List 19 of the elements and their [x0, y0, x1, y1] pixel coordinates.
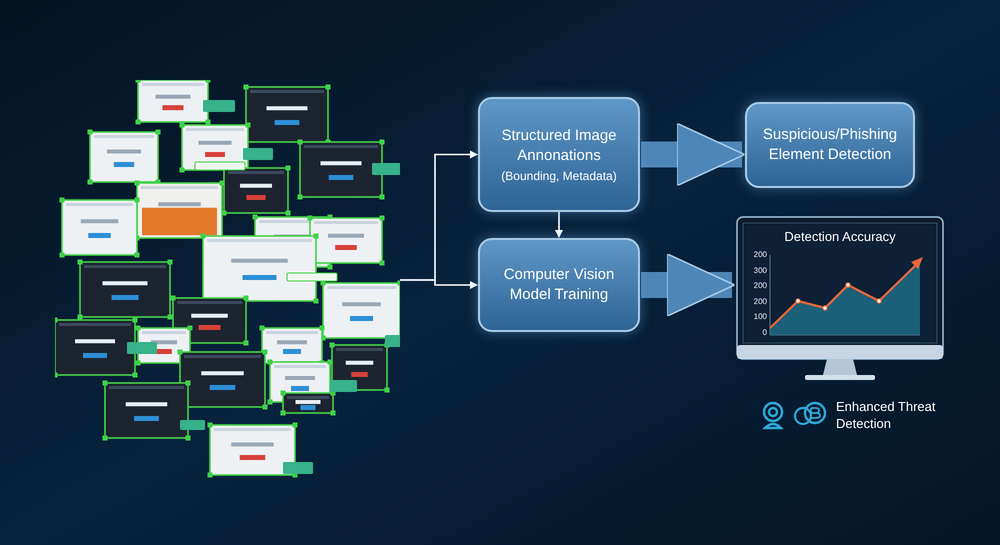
block-arrow — [641, 122, 746, 186]
axis-tick-label: 0 — [762, 328, 767, 336]
caption-text: Enhanced Threat Detection — [836, 398, 936, 432]
axis-tick-label: 200 — [752, 251, 767, 259]
process-box — [478, 97, 640, 212]
arrow — [400, 279, 478, 289]
process-box — [478, 238, 640, 332]
box-subtitle: (Bounding, Metadata) — [501, 168, 617, 184]
box-title: Suspicious/Phishing Element Detection — [762, 125, 898, 165]
axis-tick-label: 200 — [752, 282, 767, 290]
axis-tick-label: 300 — [752, 266, 767, 274]
axis-tick-label: 100 — [752, 313, 767, 321]
box-title: Structured Image Annonations — [500, 126, 618, 166]
arrow — [555, 212, 563, 238]
chart-title: Detection Accuracy — [783, 228, 897, 246]
axis-tick-label: 200 — [752, 298, 767, 306]
process-box — [745, 102, 915, 188]
block-arrow — [641, 253, 736, 317]
box-title: Computer Vision Model Training — [502, 265, 616, 305]
